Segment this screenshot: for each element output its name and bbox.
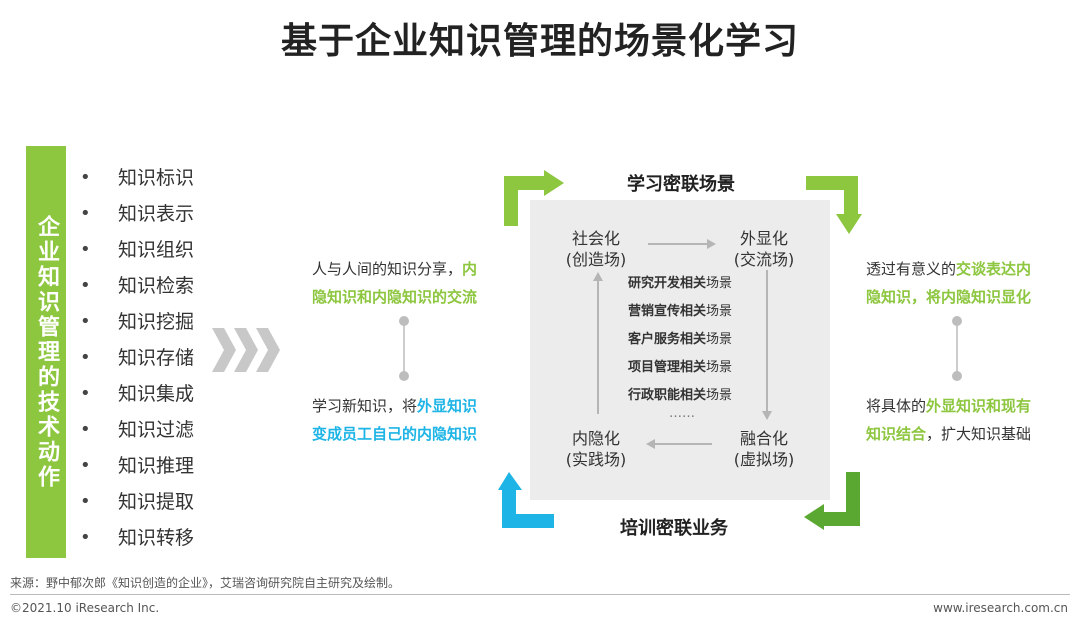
connector-dot xyxy=(952,316,962,326)
list-item-label: 知识组织 xyxy=(118,239,195,261)
list-item-label: 知识表示 xyxy=(118,203,195,225)
list-item-label: 知识存储 xyxy=(118,347,195,369)
corner-arrow-bottom-left-icon xyxy=(498,472,554,528)
page-title: 基于企业知识管理的场景化学习 xyxy=(280,21,799,62)
list-item: • 知识存储 xyxy=(80,340,194,376)
list-item: • 知识推理 xyxy=(80,448,194,484)
connector-line xyxy=(956,321,958,375)
technique-list: • 知识标识 • 知识表示 • 知识组织 • 知识检索 • 知识挖掘 • 知识存储 • 知识集… xyxy=(80,160,194,556)
list-item: • 知识检索 xyxy=(80,268,194,304)
combination-description: 将具体的外显知识和现有 知识结合，扩大知识基础 xyxy=(866,397,1032,443)
socialization-label: 社会化 (创造场) xyxy=(565,229,627,269)
list-item: 行政职能相关场景 xyxy=(628,388,733,403)
list-item: • 知识转移 xyxy=(80,520,194,556)
list-item-label: 知识集成 xyxy=(118,383,195,405)
corner-arrow-top-right-icon xyxy=(806,176,862,234)
list-item: 研究开发相关场景 xyxy=(628,276,733,291)
internalization-label: 内隐化 (实践场) xyxy=(565,429,627,469)
cycle-bottom-label: 培训密联业务 xyxy=(620,518,728,539)
list-item: 客户服务相关场景 xyxy=(628,332,733,347)
internalization-description: 学习新知识，将外显知识 变成员工自己的内隐知识 xyxy=(312,397,478,443)
list-item-label: 知识标识 xyxy=(118,167,195,189)
bullet-icon: • xyxy=(80,527,91,548)
socialization-description: 人与人间的知识分享，内 隐知识和内隐知识的交流 xyxy=(312,260,478,306)
scene-ellipsis: …… xyxy=(669,406,695,421)
list-item: • 知识过滤 xyxy=(80,412,194,448)
list-item: • 知识挖掘 xyxy=(80,304,194,340)
bullet-icon: • xyxy=(80,239,91,260)
list-item: • 知识集成 xyxy=(80,376,194,412)
list-item-label: 知识提取 xyxy=(118,491,195,513)
connector-dot xyxy=(952,371,962,381)
list-item: • 知识标识 xyxy=(80,160,194,196)
list-item-label: 知识检索 xyxy=(118,275,195,297)
bullet-icon: • xyxy=(80,347,91,368)
externalization-description: 透过有意义的交谈表达内 隐知识，将内隐知识显化 xyxy=(866,260,1032,306)
list-item-label: 知识转移 xyxy=(118,527,195,549)
connector-dot xyxy=(399,316,409,326)
combination-label: 融合化 (虚拟场) xyxy=(733,429,795,469)
corner-arrow-bottom-right-icon xyxy=(804,472,860,530)
list-item: • 知识组织 xyxy=(80,232,194,268)
website-link[interactable]: www.iresearch.com.cn xyxy=(933,601,1068,615)
bullet-icon: • xyxy=(80,491,91,512)
bullet-icon: • xyxy=(80,167,91,188)
source-note: 来源：野中郁次郎《知识创造的企业》，艾瑞咨询研究院自主研究及绘制。 xyxy=(10,576,401,590)
seci-cycle-box xyxy=(530,200,830,500)
list-item-label: 知识推理 xyxy=(118,455,195,477)
cycle-top-label: 学习密联场景 xyxy=(627,174,735,195)
bullet-icon: • xyxy=(80,311,91,332)
footer-divider xyxy=(10,594,1070,595)
externalization-label: 外显化 (交流场) xyxy=(733,229,795,269)
scene-list: 研究开发相关场景 营销宣传相关场景 客户服务相关场景 项目管理相关场景 行政职能… xyxy=(628,270,732,410)
list-item: 营销宣传相关场景 xyxy=(628,304,733,319)
corner-arrow-top-left-icon xyxy=(504,170,564,226)
bullet-icon: • xyxy=(80,383,91,404)
bullet-icon: • xyxy=(80,419,91,440)
list-item-label: 知识挖掘 xyxy=(118,311,195,333)
chevron-right-icon xyxy=(212,328,280,372)
list-item: • 知识表示 xyxy=(80,196,194,232)
inner-cycle-arrows xyxy=(593,239,772,449)
copyright-text: ©2021.10 iResearch Inc. xyxy=(10,601,160,615)
connector-dot xyxy=(399,371,409,381)
bullet-icon: • xyxy=(80,455,91,476)
list-item: • 知识提取 xyxy=(80,484,194,520)
connector-line xyxy=(403,321,405,375)
list-item-label: 知识过滤 xyxy=(118,419,195,441)
sidebar-vertical-label: 企业知识管理的技术动作 xyxy=(26,146,66,558)
list-item: 项目管理相关场景 xyxy=(628,360,733,375)
bullet-icon: • xyxy=(80,275,91,296)
bullet-icon: • xyxy=(80,203,91,224)
